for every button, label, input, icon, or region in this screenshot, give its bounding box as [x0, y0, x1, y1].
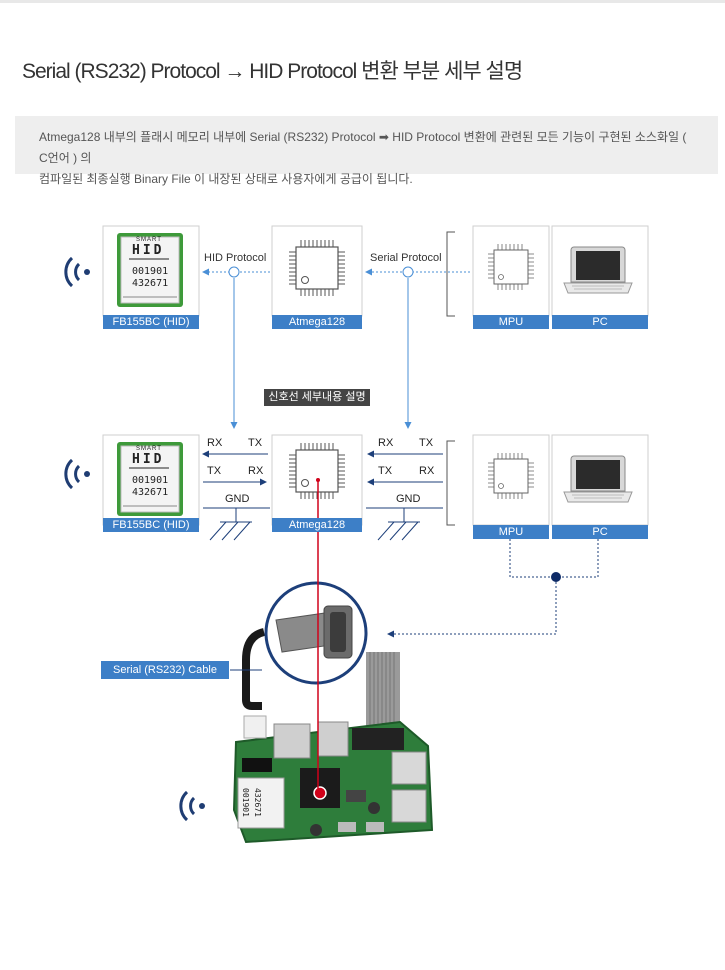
- mpu-pc-dashed-link: [509, 539, 599, 578]
- hid-label-bottom: FB155BC (HID): [103, 518, 199, 532]
- db9-connector-magnifier: [264, 581, 368, 685]
- description-line-2: 컴파일된 최종실행 Binary File 이 내장된 상태로 사용자에게 공급…: [39, 172, 413, 186]
- mcu-label-bottom: Atmega128: [272, 518, 362, 532]
- board-photo: [232, 628, 434, 844]
- hid-module-bottom: [102, 434, 200, 526]
- pc-to-cable-arrow: [387, 582, 557, 638]
- left-rx2-label: RX: [248, 465, 264, 477]
- mcu-chip-icon-top: [288, 239, 346, 297]
- hid-label-top: FB155BC (HID): [103, 315, 199, 329]
- board-module-code2: 432671: [253, 788, 262, 817]
- serial-tap-node: [402, 266, 414, 278]
- signal-detail-banner: 신호선 세부내용 설명: [264, 389, 370, 406]
- right-gnd-label: GND: [396, 493, 421, 505]
- right-tx2-label: TX: [378, 465, 393, 477]
- bluetooth-signal-icon-top: [64, 256, 92, 288]
- top-divider: [0, 0, 725, 3]
- laptop-icon-bottom: [563, 455, 633, 503]
- bracket-top: [446, 231, 455, 317]
- pc-label-bottom: PC: [552, 525, 648, 539]
- description-box: Atmega128 내부의 플래시 메모리 내부에 Serial (RS232)…: [15, 116, 718, 186]
- hid-protocol-label: HID Protocol: [204, 252, 267, 264]
- mpu-chip-icon-bottom: [487, 452, 535, 500]
- laptop-icon-top: [563, 246, 633, 294]
- left-tx-label: TX: [248, 437, 263, 449]
- bluetooth-signal-icon-bottom: [64, 458, 92, 490]
- serial-protocol-label: Serial Protocol: [370, 252, 442, 264]
- hid-module-top: [102, 225, 200, 317]
- right-ground-symbol: [377, 508, 420, 541]
- left-ground-symbol: [209, 508, 252, 541]
- right-rx-label: RX: [378, 437, 394, 449]
- mpu-chip-icon-top: [487, 243, 535, 291]
- right-tx-label: TX: [419, 437, 434, 449]
- left-gnd-label: GND: [225, 493, 250, 505]
- page-title: Serial (RS232) Protocol → HID Protocol 변…: [22, 60, 523, 83]
- right-rx2-label: RX: [419, 465, 435, 477]
- description-line-1: Atmega128 내부의 플래시 메모리 내부에 Serial (RS232)…: [39, 130, 687, 165]
- left-rx-label: RX: [207, 437, 223, 449]
- board-module-code1: 001901: [241, 788, 250, 817]
- serial-cable-label: Serial (RS232) Cable: [101, 661, 229, 679]
- pc-label-top: PC: [552, 315, 648, 329]
- mcu-label-top: Atmega128: [272, 315, 362, 329]
- left-tx2-label: TX: [207, 465, 222, 477]
- hid-tap-node: [228, 266, 240, 278]
- mpu-label-top: MPU: [473, 315, 549, 329]
- bracket-bottom: [446, 440, 455, 526]
- link-node: [551, 572, 561, 582]
- red-line-start: [316, 478, 320, 482]
- mcu-chip-icon-bottom: [288, 442, 346, 500]
- mpu-label-bottom: MPU: [473, 525, 549, 539]
- bluetooth-signal-icon-board: [179, 790, 207, 822]
